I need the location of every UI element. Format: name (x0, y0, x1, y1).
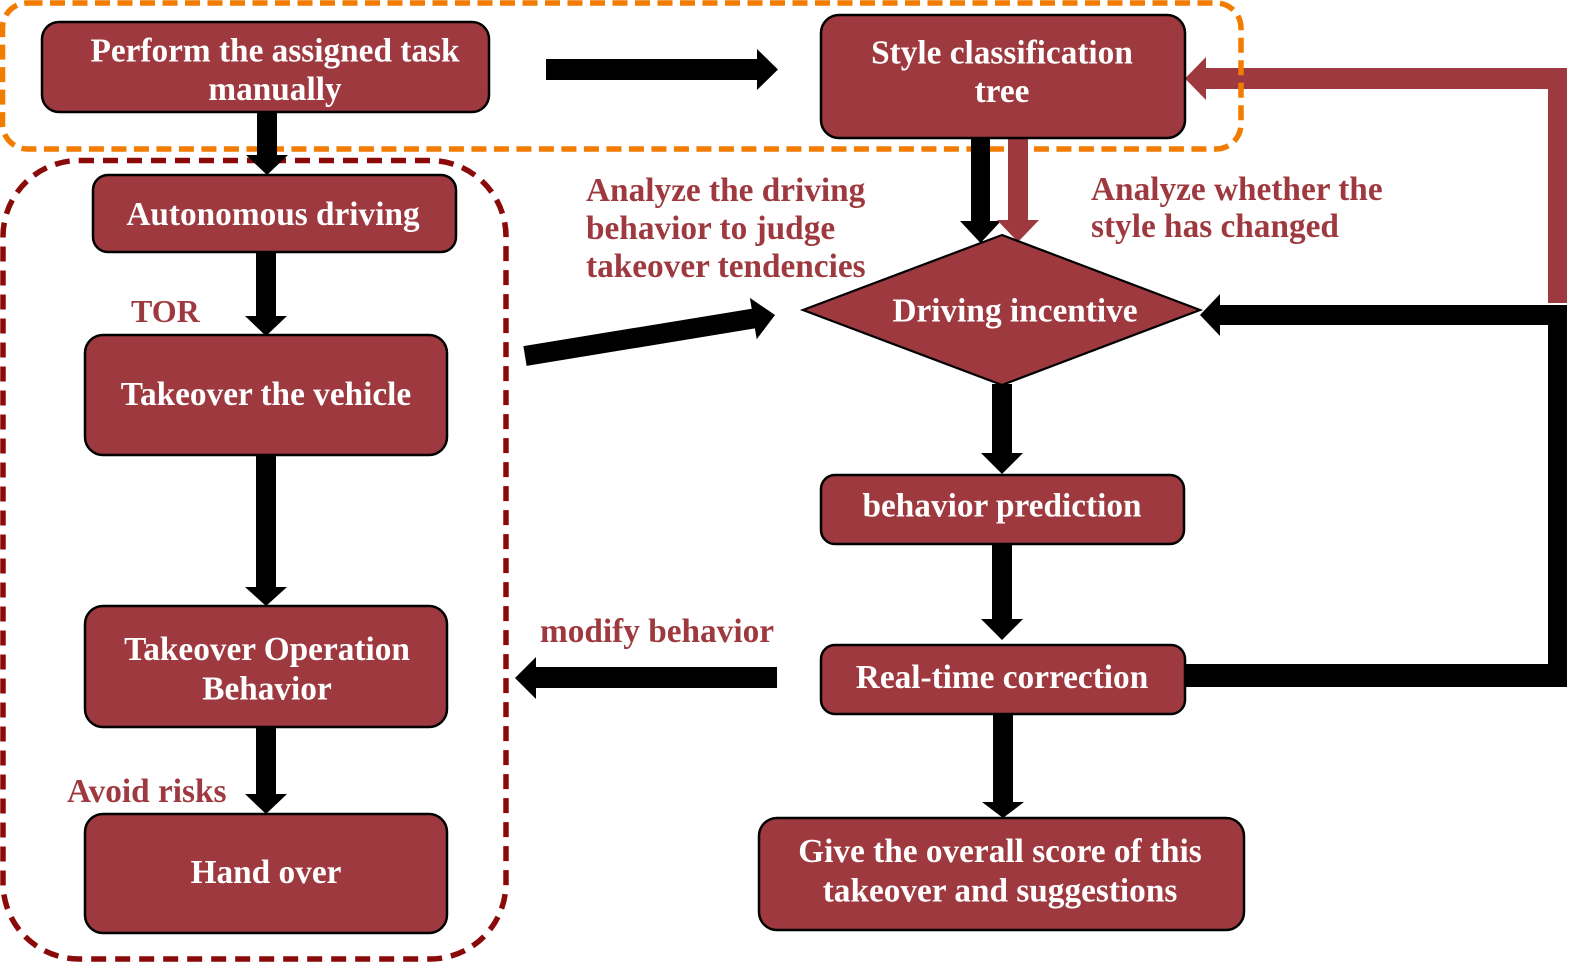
node-realtime-correction: Real-time correction (819, 643, 1187, 716)
takeover-vehicle-box (83, 333, 449, 457)
arrow-modify-behavior (515, 657, 777, 699)
edge-label-analyze-driving-line-2: behavior to judge (586, 210, 835, 247)
behavior-prediction-box (819, 473, 1186, 546)
edge-labels: TOR Avoid risks Analyze the driving beha… (67, 171, 1383, 810)
overall-score-text-line-1: Give the overall score of this (798, 833, 1202, 870)
arrow-operation-to-hand-over (245, 726, 287, 814)
hand-over-box (83, 812, 449, 935)
node-overall-score: Give the overall score of this takeover … (757, 816, 1246, 932)
arrow-feedback-loop-to-style-tree (1185, 57, 1567, 303)
realtime-correction-box (819, 643, 1187, 716)
edge-label-analyze-style-line-1: Analyze whether the (1091, 171, 1383, 208)
autonomous-driving-text: Autonomous driving (126, 196, 420, 233)
perform-task-text-line-1: Perform the assigned task (91, 33, 460, 70)
behavior-prediction-text: behavior prediction (862, 488, 1142, 525)
arrow-perform-to-autonomous (246, 111, 288, 175)
arrow-style-change-to-incentive (997, 137, 1039, 242)
edge-label-avoid-risks: Avoid risks (67, 773, 226, 810)
node-style-classification-tree: Style classification tree (819, 13, 1187, 140)
node-hand-over: Hand over (83, 812, 449, 935)
arrow-style-tree-to-incentive (960, 137, 1001, 243)
arrow-takeover-to-operation (245, 454, 287, 606)
arrows (245, 49, 1567, 818)
style-tree-text-line-1: Style classification (871, 35, 1133, 72)
perform-task-box (40, 20, 491, 114)
driving-incentive-diamond (799, 233, 1204, 387)
group-border-manual-driving (0, 0, 1244, 152)
node-takeover-vehicle: Takeover the vehicle (83, 333, 449, 457)
takeover-operation-box (83, 604, 449, 729)
node-driving-incentive: Driving incentive (799, 233, 1204, 387)
node-perform-task: Perform the assigned task manually (40, 20, 491, 114)
edge-label-analyze-driving-line-1: Analyze the driving (586, 172, 866, 209)
node-takeover-operation-behavior: Takeover Operation Behavior (83, 604, 449, 729)
node-autonomous-driving: Autonomous driving (91, 173, 458, 254)
style-tree-text-line-2: tree (975, 73, 1030, 110)
arrow-correction-loop-to-incentive (1184, 294, 1567, 687)
edge-label-tor: TOR (131, 293, 201, 329)
takeover-vehicle-text: Takeover the vehicle (121, 376, 411, 413)
arrow-prediction-to-correction (981, 543, 1023, 640)
takeover-operation-text-line-1: Takeover Operation (124, 631, 410, 668)
arrow-correction-to-score (982, 713, 1024, 818)
overall-score-text-line-2: takeover and suggestions (823, 873, 1178, 910)
arrow-incentive-to-prediction (981, 384, 1023, 474)
edge-label-analyze-driving-line-3: takeover tendencies (586, 248, 866, 285)
perform-task-text-line-2: manually (208, 71, 342, 108)
edge-label-modify-behavior: modify behavior (540, 613, 774, 650)
arrow-perform-to-style-tree (546, 49, 778, 90)
node-behavior-prediction: behavior prediction (819, 473, 1186, 546)
arrow-takeover-group-to-incentive (523, 297, 775, 366)
realtime-correction-text: Real-time correction (856, 659, 1149, 696)
driving-incentive-text: Driving incentive (892, 293, 1137, 330)
takeover-operation-text-line-2: Behavior (202, 671, 332, 708)
edge-label-analyze-style-line-2: style has changed (1091, 208, 1339, 245)
arrow-autonomous-to-takeover (245, 251, 287, 336)
hand-over-text: Hand over (191, 854, 342, 891)
overall-score-box (757, 816, 1246, 932)
style-tree-box (819, 13, 1187, 140)
autonomous-driving-box (91, 173, 458, 254)
